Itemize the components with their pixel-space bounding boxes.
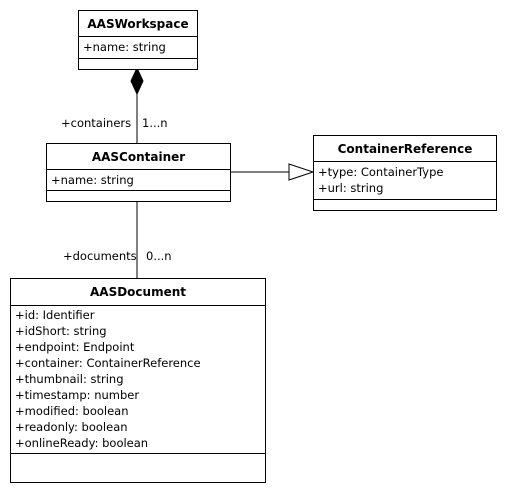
attribute: +thumbnail: string	[15, 372, 124, 386]
composition-diamond-icon	[130, 66, 144, 96]
class-aasworkspace[interactable]: AASWorkspace +name: string	[78, 10, 198, 70]
multiplicity-label-containers: 1...n	[142, 116, 168, 130]
attribute: +url: string	[318, 181, 384, 195]
attribute: +readonly: boolean	[15, 420, 128, 434]
attribute: +timestamp: number	[15, 388, 140, 402]
role-label-containers: +containers	[61, 116, 132, 130]
class-attributes: +type: ContainerType +url: string	[314, 162, 496, 200]
attribute: +endpoint: Endpoint	[15, 340, 135, 354]
class-name: AASDocument	[11, 279, 265, 306]
class-name: ContainerReference	[314, 136, 496, 162]
attribute: +container: ContainerReference	[15, 356, 201, 370]
class-aasdocument[interactable]: AASDocument +id: Identifier +idShort: st…	[10, 278, 266, 483]
class-name: AASContainer	[47, 144, 230, 170]
generalization-arrow-icon	[288, 163, 315, 181]
class-containerreference[interactable]: ContainerReference +type: ContainerType …	[313, 135, 497, 211]
role-label-documents: +documents	[63, 249, 137, 263]
class-attributes: +name: string	[47, 170, 230, 191]
class-attributes: +name: string	[79, 37, 197, 59]
attribute: +type: ContainerType	[318, 165, 444, 179]
class-aascontainer[interactable]: AASContainer +name: string	[46, 143, 231, 202]
attribute: +idShort: string	[15, 324, 107, 338]
multiplicity-label-documents: 0...n	[146, 249, 172, 263]
attribute: +name: string	[51, 173, 134, 187]
attribute: +id: Identifier	[15, 308, 95, 322]
attribute: +name: string	[83, 40, 166, 54]
class-attributes: +id: Identifier +idShort: string +endpoi…	[11, 306, 265, 454]
attribute: +modified: boolean	[15, 404, 129, 418]
attribute: +onlineReady: boolean	[15, 436, 149, 450]
class-name: AASWorkspace	[79, 11, 197, 37]
